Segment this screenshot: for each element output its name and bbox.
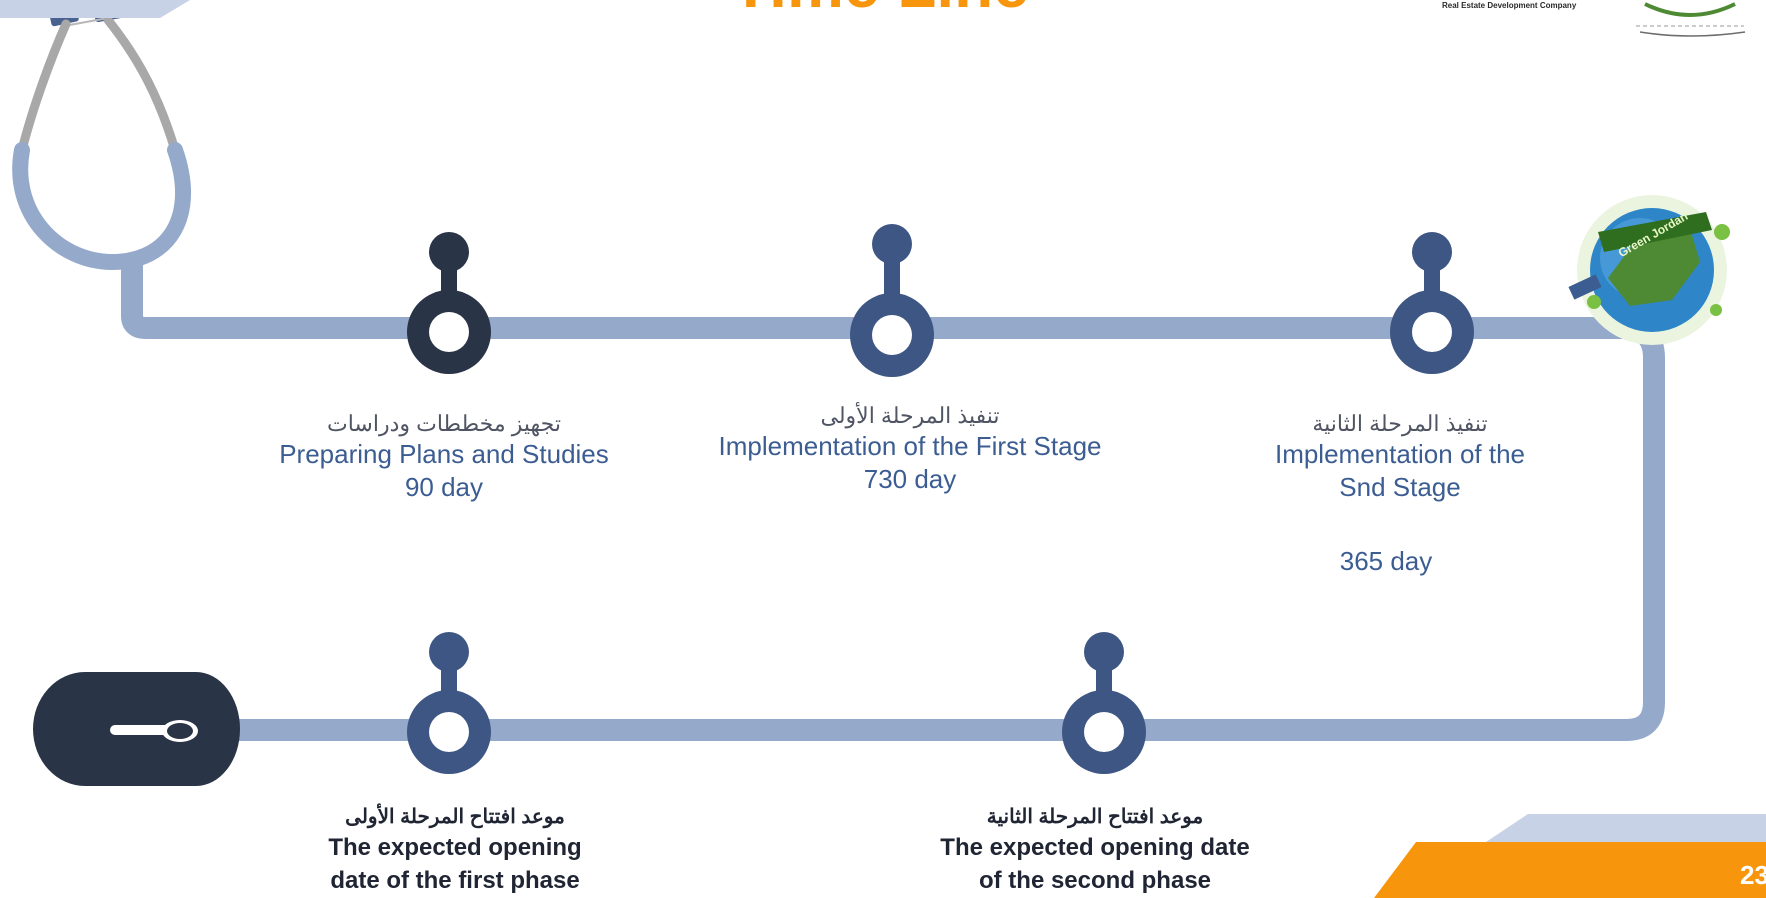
opening-english-label-1: The expected opening date: [940, 834, 1250, 861]
milestone-arabic-label: تنفيذ المرحلة الثانية: [1312, 411, 1488, 436]
opening-english-label-2: date of the first phase: [330, 867, 580, 894]
timeline-pin-icon: [1390, 232, 1474, 374]
opening-arabic-label: موعد افتتاح المرحلة الثانية: [986, 806, 1204, 828]
milestone-first-stage: تنفيذ المرحلة الأولى Implementation of t…: [690, 402, 1130, 496]
milestone-arabic-label: تجهيز مخططات ودراسات: [327, 411, 561, 436]
page-number: 23: [1740, 860, 1766, 890]
timeline-pin-icon: [850, 224, 934, 377]
opening-english-label-1: The expected opening: [328, 834, 582, 861]
milestone-duration: 730 day: [863, 464, 957, 494]
timeline-pin-icon: [407, 232, 491, 374]
milestone-arabic-label: تنفيذ المرحلة الأولى: [820, 403, 1000, 428]
decor-band-top-left: [0, 0, 190, 18]
decor-band-light: [1486, 814, 1766, 842]
timeline-end-cap: [33, 672, 240, 786]
milestone-english-label-1: Implementation of the: [1274, 439, 1526, 469]
milestone-second-stage: تنفيذ المرحلة الثانية Implementation of …: [1230, 410, 1570, 504]
globe-badge-icon: Green Jordan: [1568, 195, 1730, 345]
opening-arabic-label: موعد افتتاح المرحلة الأولى: [345, 806, 565, 828]
milestone-preparing-plans: تجهيز مخططات ودراسات Preparing Plans and…: [244, 410, 644, 504]
opening-english-label-2: of the second phase: [978, 867, 1212, 894]
milestone-english-label-2: Snd Stage: [1339, 472, 1461, 502]
milestone-duration: 365 day: [1339, 546, 1433, 576]
opening-first-phase: موعد افتتاح المرحلة الأولى The expected …: [290, 803, 620, 897]
milestone-english-label: Preparing Plans and Studies: [279, 439, 609, 469]
logo-emblem-icon: [1604, 0, 1766, 50]
milestone-english-label: Implementation of the First Stage: [718, 431, 1102, 461]
stethoscope-icon: [12, 0, 191, 271]
company-name: Real Estate Development Company: [1442, 1, 1577, 10]
decor-band-orange: [1374, 842, 1766, 898]
milestone-duration: 90 day: [404, 472, 484, 502]
timeline-pin-icon: [407, 632, 491, 774]
opening-second-phase: موعد افتتاح المرحلة الثانية The expected…: [905, 803, 1285, 897]
slide-title: Time Line: [620, 0, 1140, 22]
timeline-pin-icon: [1062, 632, 1146, 774]
